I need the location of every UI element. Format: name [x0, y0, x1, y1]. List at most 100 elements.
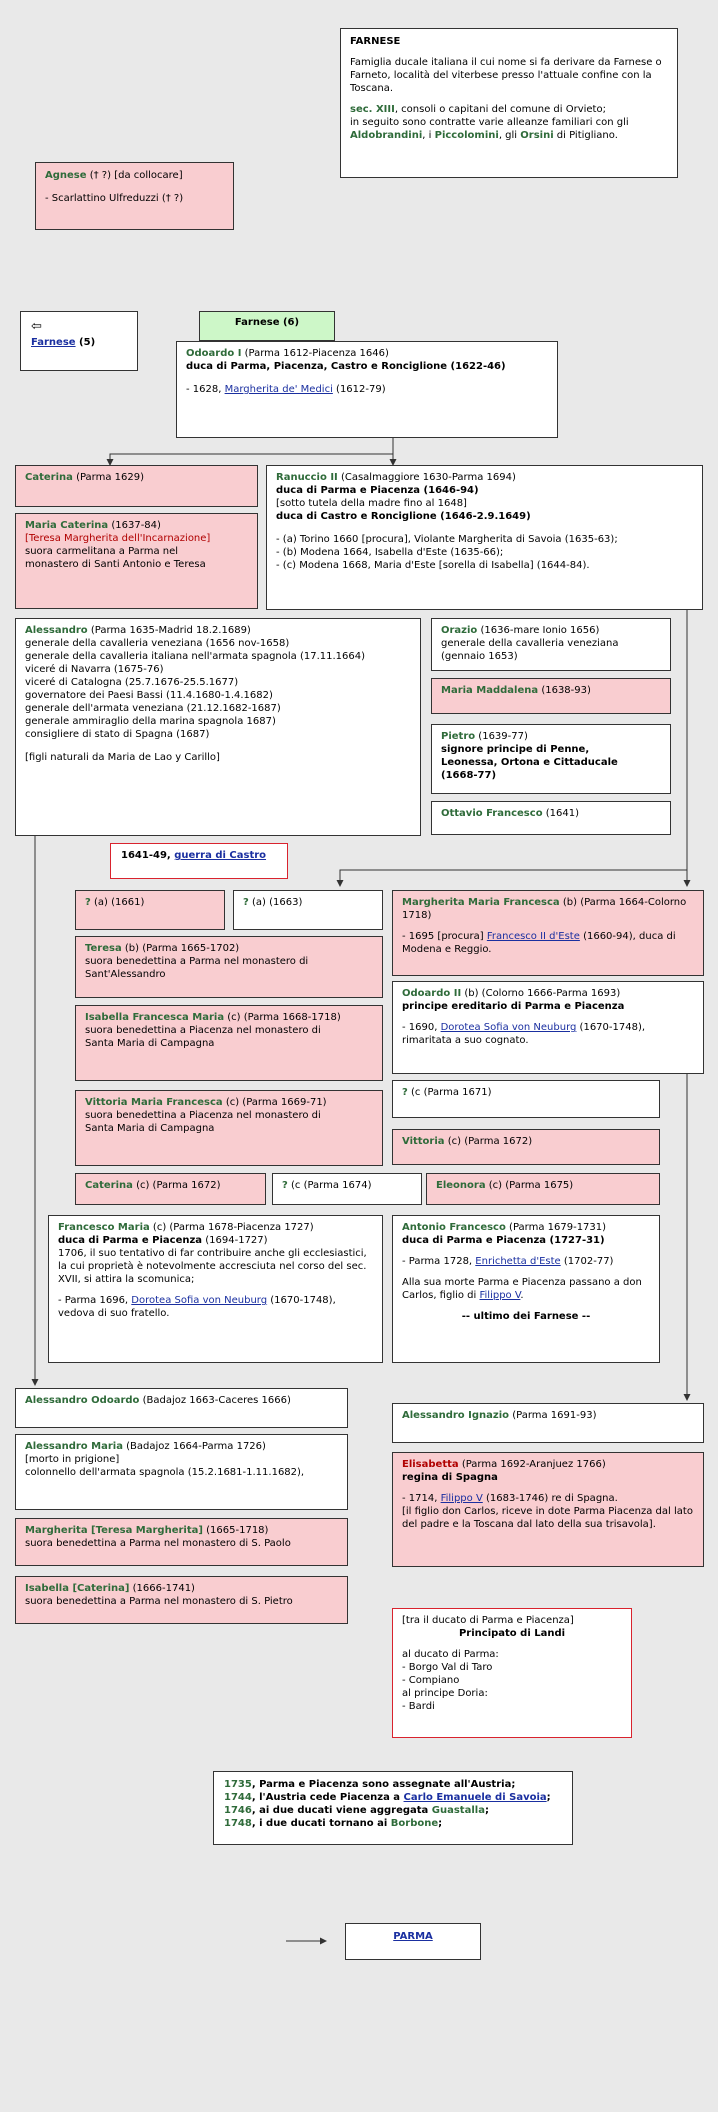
marriage-a: - (a) Torino 1660 [procura], Violante Ma… [276, 534, 618, 545]
person-dates: (b) (Colorno 1666-Parma 1693) [461, 988, 621, 999]
person-name: Ranuccio II [276, 472, 338, 483]
spouse-link[interactable]: Margherita de' Medici [224, 384, 333, 395]
person-dates: (c (Parma 1674) [287, 1180, 372, 1191]
office-line: colonnello dell'armata spagnola (15.2.16… [25, 1467, 305, 1478]
event-year: 1735 [224, 1779, 252, 1790]
note-line: [morto in prigione] [25, 1454, 120, 1465]
person-caterina-1672: Caterina (c) (Parma 1672) [75, 1173, 266, 1205]
note-line: [il figlio don Carlos, riceve in dote Pa… [402, 1506, 693, 1530]
person-name: Elisabetta [402, 1459, 459, 1470]
person-alessandro-ignazio: Alessandro Ignazio (Parma 1691-93) [392, 1403, 704, 1443]
note-line: monastero di Santi Antonio e Teresa [25, 559, 206, 570]
office-line: consigliere di stato di Spagna (1687) [25, 729, 210, 740]
note-line: Sant'Alessandro [85, 969, 166, 980]
person-dates: (1637-84) [108, 520, 161, 531]
person-name: ? [402, 1087, 408, 1098]
religious-name: [Teresa Margherita dell'Incarnazione] [25, 533, 211, 544]
person-name: Vittoria [402, 1136, 445, 1147]
carlo-emanuele-link[interactable]: Carlo Emanuele di Savoia [403, 1792, 547, 1803]
spouse: - Scarlattino Ulfreduzzi († ?) [45, 193, 184, 204]
title: Leonessa, Ortona e Cittaducale [441, 757, 618, 768]
family-aldobrandini: Aldobrandini [350, 130, 423, 141]
guerra-castro-link[interactable]: guerra di Castro [174, 850, 267, 861]
marriage: - 1628, Margherita de' Medici (1612-79) [186, 384, 386, 395]
title: duca di Parma e Piacenza (1727-31) [402, 1235, 605, 1246]
person-name: Odoardo I [186, 348, 242, 359]
person-dates: (1641) [542, 808, 579, 819]
person-dates: (c) (Parma 1672) [132, 1180, 221, 1191]
person-dates: (c) (Parma 1672) [444, 1136, 533, 1147]
sep2: , gli [498, 130, 521, 141]
title: signore principe di Penne, [441, 744, 590, 755]
title: duca di Parma e Piacenza [58, 1235, 203, 1246]
person-unknown-1674: ? (c (Parma 1674) [272, 1173, 422, 1205]
person-name: Alessandro Ignazio [402, 1410, 510, 1421]
person-elisabetta: Elisabetta (Parma 1692-Aranjuez 1766) re… [392, 1452, 704, 1567]
parma-link[interactable]: PARMA [393, 1931, 433, 1942]
event-year: 1744 [224, 1792, 252, 1803]
person-name: Margherita [Teresa Margherita] [25, 1525, 203, 1536]
final-events-box: 1735, Parma e Piacenza sono assegnate al… [213, 1771, 573, 1845]
person-dates: (Parma 1612-Piacenza 1646) [241, 348, 389, 359]
person-caterina-1629: Caterina (Parma 1629) [15, 465, 258, 507]
title: duca di Parma, Piacenza, Castro e Roncig… [186, 361, 506, 372]
back-arrow-icon[interactable]: ⇦ [31, 319, 42, 334]
person-dates: (1636-mare Ionio 1656) [477, 625, 600, 636]
spouse-link[interactable]: Filippo V [440, 1493, 483, 1504]
person-ottavio-francesco: Ottavio Francesco (1641) [431, 801, 671, 835]
person-name: Margherita Maria Francesca [402, 897, 560, 908]
subheading: al principe Doria: [402, 1688, 488, 1699]
event-text: , ai due ducati viene aggregata [251, 1805, 432, 1816]
spouse-link[interactable]: Enrichetta d'Este [475, 1256, 561, 1267]
person-dates: († ?) [da collocare] [86, 170, 183, 181]
person-unknown-1671: ? (c (Parma 1671) [392, 1080, 660, 1118]
person-dates: (Parma 1679-1731) [505, 1222, 607, 1233]
sec-label: sec. XIII [350, 104, 395, 115]
farnese-families-line: in seguito sono contratte varie alleanze… [350, 116, 668, 142]
office-line: generale della cavalleria veneziana [441, 638, 619, 649]
farnese-info-box: FARNESE Famiglia ducale italiana il cui … [340, 28, 678, 178]
office-line: generale ammiraglio della marina spagnol… [25, 716, 276, 727]
farnese-sec-line: sec. XIII, consoli o capitani del comune… [350, 103, 668, 116]
person-alessandro-maria: Alessandro Maria (Badajoz 1664-Parma 172… [15, 1434, 348, 1510]
event-year: 1746 [224, 1805, 252, 1816]
spouse-link[interactable]: Dorotea Sofia von Neuburg [131, 1295, 268, 1306]
person-maria-caterina: Maria Caterina (1637-84) [Teresa Margher… [15, 513, 258, 609]
person-dates: (c) (Parma 1678-Piacenza 1727) [149, 1222, 314, 1233]
note-line: [figli naturali da Maria de Lao y Carill… [25, 752, 220, 763]
person-name: Eleonora [436, 1180, 486, 1191]
farnese-5-link[interactable]: Farnese [31, 336, 76, 348]
guastalla: Guastalla [431, 1805, 485, 1816]
person-odoardo-ii: Odoardo II (b) (Colorno 1666-Parma 1693)… [392, 981, 704, 1074]
last-of-farnese: -- ultimo dei Farnese -- [461, 1311, 591, 1322]
note-line: [tra il ducato di Parma e Piacenza] [402, 1615, 574, 1626]
office-line: generale della cavalleria italiana nell'… [25, 651, 366, 662]
families-tail: di Pitigliano. [553, 130, 618, 141]
title-dates: (1694-1727) [202, 1235, 268, 1246]
note-line: Santa Maria di Campagna [85, 1123, 215, 1134]
person-dates: (c (Parma 1671) [407, 1087, 492, 1098]
person-dates: (c) (Parma 1675) [485, 1180, 574, 1191]
person-dates: (c) (Parma 1669-71) [222, 1097, 327, 1108]
person-dates: (a) (1663) [248, 897, 303, 908]
person-name: Maria Maddalena [441, 685, 539, 696]
farnese-6-header: Farnese (6) [199, 311, 335, 341]
person-dates: (1638-93) [538, 685, 591, 696]
guerra-years: 1641-49, [121, 850, 175, 861]
family-piccolomini: Piccolomini [434, 130, 499, 141]
principato-landi-box: [tra il ducato di Parma e Piacenza] Prin… [392, 1608, 632, 1738]
person-name: Agnese [45, 170, 87, 181]
filippo-v-link[interactable]: Filippo V [479, 1290, 521, 1301]
person-name: Alessandro [25, 625, 88, 636]
family-orsini: Orsini [520, 130, 554, 141]
person-dates: (Parma 1692-Aranjuez 1766) [458, 1459, 606, 1470]
person-name: Pietro [441, 731, 476, 742]
note-line: suora carmelitana a Parma nel [25, 546, 179, 557]
spouse-link[interactable]: Dorotea Sofia von Neuburg [440, 1022, 577, 1033]
person-name: Antonio Francesco [402, 1222, 506, 1233]
spouse-link[interactable]: Francesco II d'Este [486, 931, 580, 942]
title: regina di Spagna [402, 1472, 498, 1483]
person-maria-maddalena: Maria Maddalena (1638-93) [431, 678, 671, 714]
person-francesco-maria: Francesco Maria (c) (Parma 1678-Piacenza… [48, 1215, 383, 1363]
